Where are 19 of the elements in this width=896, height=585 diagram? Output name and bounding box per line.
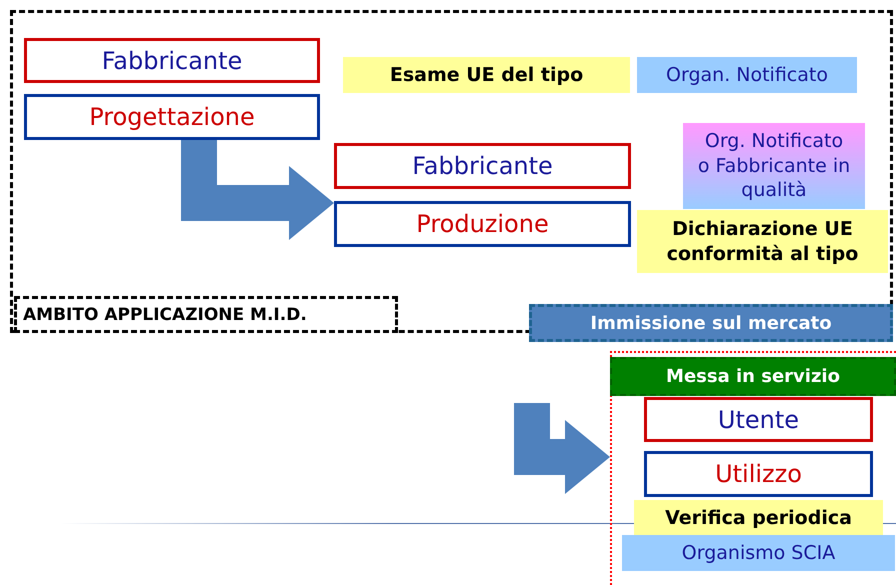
highlight-label: Organismo SCIA	[622, 535, 895, 571]
process-box: Produzione	[334, 201, 631, 247]
process-box: Fabbricante	[334, 143, 631, 189]
scope-region	[10, 10, 893, 333]
highlight-label: Dichiarazione UE conformità al tipo	[637, 210, 888, 273]
block-arrow	[181, 140, 334, 240]
stage-banner: Messa in servizio	[610, 357, 896, 396]
highlight-label: Org. Notificato o Fabbricante in qualità	[683, 123, 865, 209]
scope-region	[610, 351, 896, 585]
process-box: Utilizzo	[644, 451, 873, 497]
highlight-label: Esame UE del tipo	[343, 57, 630, 93]
process-box: Fabbricante	[24, 38, 320, 83]
block-arrow	[514, 403, 610, 494]
process-box: Utente	[644, 397, 873, 442]
highlight-label: Verifica periodica	[634, 500, 883, 536]
highlight-label: Organ. Notificato	[637, 57, 857, 93]
stage-banner: Immissione sul mercato	[529, 304, 893, 342]
process-box: Progettazione	[24, 94, 320, 140]
scope-label: AMBITO APPLICAZIONE M.I.D.	[14, 296, 398, 333]
